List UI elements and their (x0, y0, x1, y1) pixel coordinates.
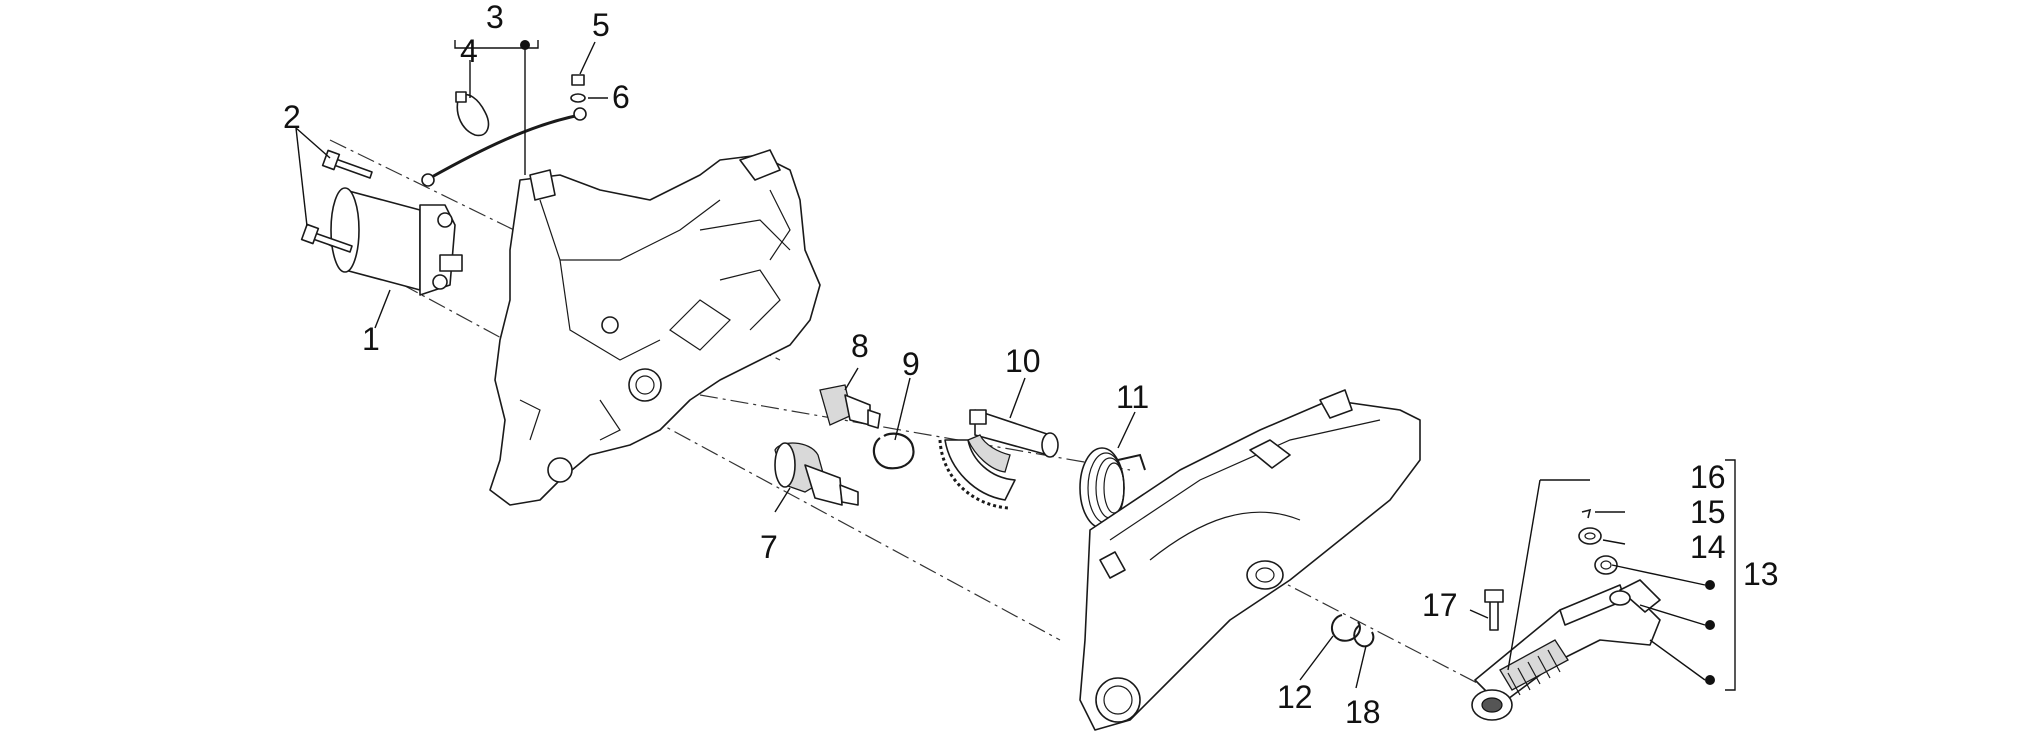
screw-and-washer (570, 74, 586, 103)
spring-clip (872, 432, 915, 470)
callout-8: 8 (851, 328, 869, 364)
kick-start-gear (819, 384, 881, 429)
callout-18: 18 (1345, 694, 1381, 730)
callout-9: 9 (902, 346, 920, 382)
callout-7: 7 (760, 529, 778, 565)
starter-motor (330, 187, 463, 296)
starter-pinion-drive (774, 442, 859, 506)
callout-17: 17 (1422, 587, 1458, 623)
axis-cover (1239, 559, 1511, 701)
crankcase (489, 149, 821, 506)
callout-12: 12 (1277, 679, 1313, 715)
axis-kickstart (699, 394, 1131, 471)
lever-bolt (1484, 589, 1504, 631)
callout-16: 16 (1690, 459, 1726, 495)
callout-4: 4 (460, 33, 478, 69)
pedal-rubber (1499, 639, 1569, 696)
callout-11: 11 (1116, 379, 1149, 415)
leader-lines (295, 40, 1736, 691)
cable-clip (455, 91, 490, 137)
callout-5: 5 (592, 7, 610, 43)
callout-3: 3 (486, 0, 504, 35)
circlip-and-ring (1331, 614, 1375, 648)
callout-labels: 1 2 3 4 5 6 7 8 9 10 11 12 13 14 15 16 1… (283, 0, 1779, 730)
bullet-dot-13c (1705, 675, 1715, 685)
callout-2: 2 (283, 99, 301, 135)
callout-15: 15 (1690, 494, 1726, 530)
washer-and-screw-small (1578, 508, 1618, 575)
callout-13: 13 (1743, 556, 1779, 592)
bullet-dot-13a (1705, 580, 1715, 590)
bullet-dot-3 (520, 40, 530, 50)
bullet-dots (520, 40, 1715, 685)
axis-starter (319, 239, 1061, 641)
callout-14: 14 (1690, 529, 1726, 565)
callout-6: 6 (612, 79, 630, 115)
transmission-cover (1079, 389, 1421, 731)
kick-start-sector-gear (938, 409, 1059, 510)
bullet-dot-13b (1705, 620, 1715, 630)
starter-bolts (300, 149, 373, 253)
callout-10: 10 (1005, 343, 1041, 379)
ground-cable-assembly (421, 107, 587, 187)
callout-1: 1 (362, 321, 380, 357)
